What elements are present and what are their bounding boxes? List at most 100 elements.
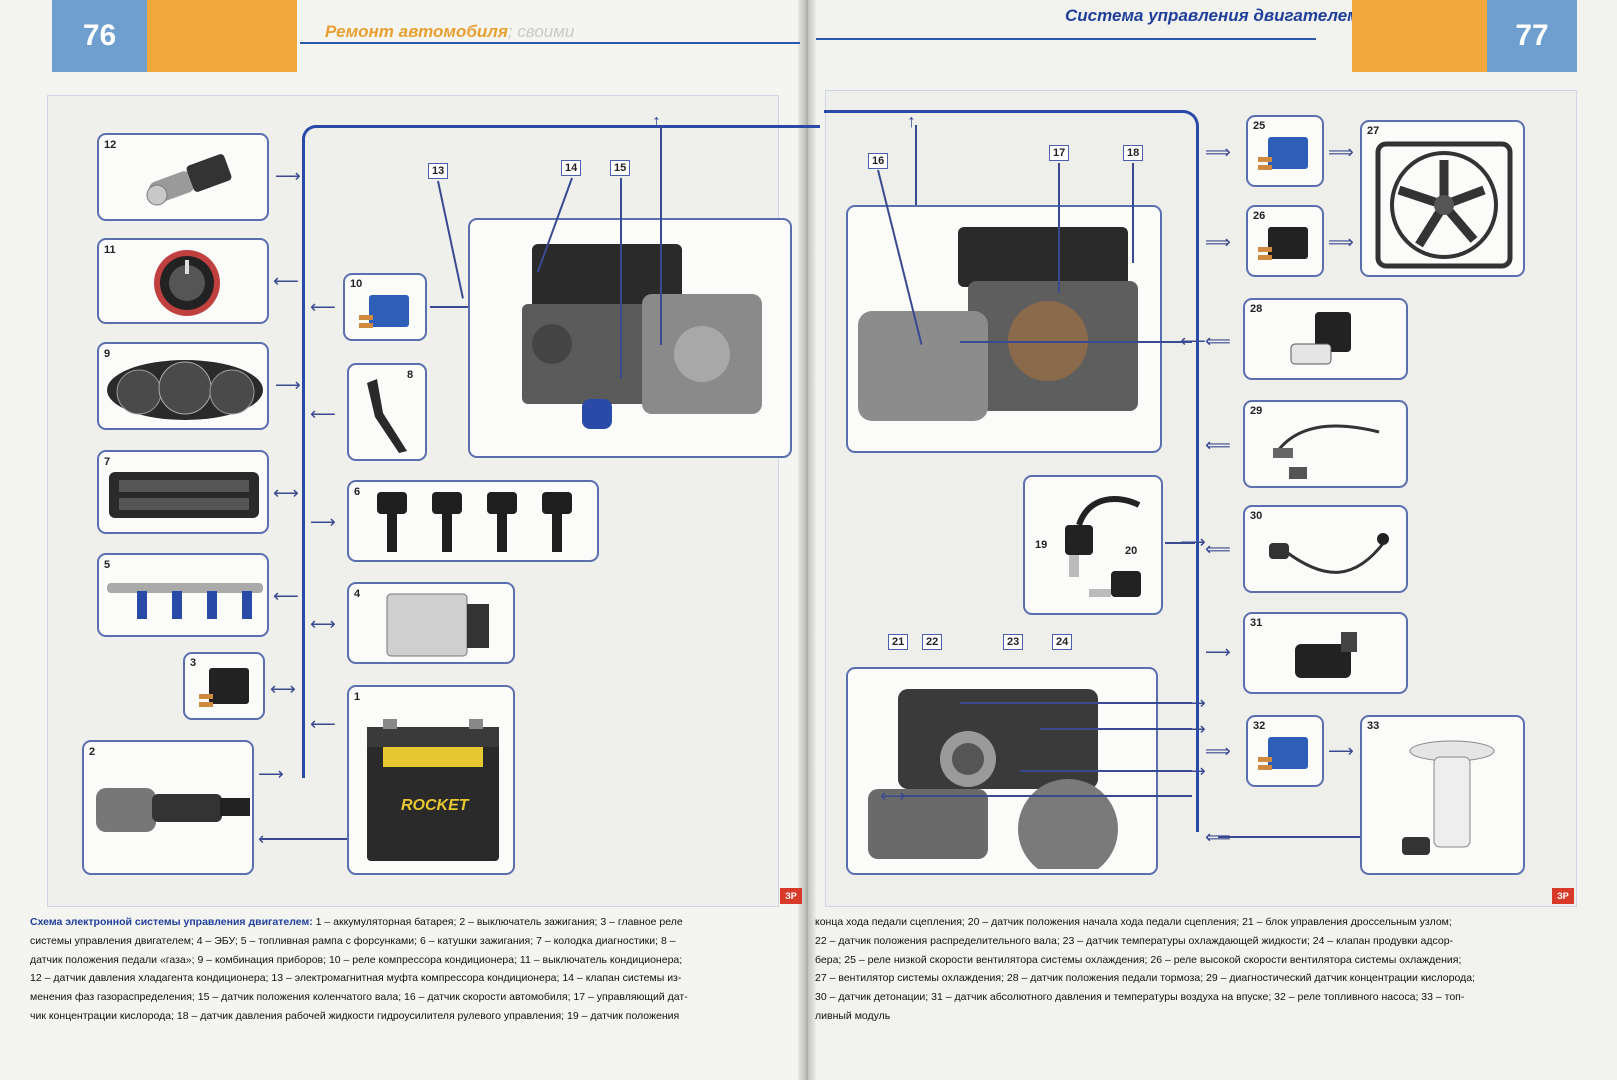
arrow-5: ⟵ xyxy=(273,586,299,606)
component-26-fan-relay-high: 26 xyxy=(1246,205,1324,277)
arrow-19-20: ⟶ xyxy=(1180,532,1206,552)
cooling-fan-icon xyxy=(1375,141,1513,269)
pressure-sensor-icon xyxy=(146,154,232,206)
caption-line-left-5: менения фаз газораспределения; 15 – датч… xyxy=(30,991,688,1004)
arrow-30: ⟸ xyxy=(1205,539,1231,559)
label-24: 24 xyxy=(1052,634,1073,650)
arrow-29: ⟸ xyxy=(1205,435,1231,455)
leader-up-right xyxy=(915,125,917,240)
map-sensor-icon xyxy=(1295,632,1357,678)
arrow-26-27: ⟹ xyxy=(1328,232,1354,252)
component-28-brake-pedal-sensor: 28 xyxy=(1243,298,1408,380)
arrow-26: ⟹ xyxy=(1205,232,1231,252)
component-4-ecu: 4 xyxy=(347,582,515,664)
arrow-2a: ⟶ xyxy=(258,764,284,784)
line-33 xyxy=(1218,836,1360,838)
component-2-ignition-switch: 2 xyxy=(82,740,254,875)
component-3-main-relay: 3 xyxy=(183,652,265,720)
header-rule-left xyxy=(300,42,800,44)
arrow-up-left: ↑ xyxy=(652,111,661,131)
clutch-sensors-icon xyxy=(1065,496,1141,597)
header-accent-right xyxy=(1352,0,1487,72)
bus-corner-right xyxy=(1166,110,1199,147)
arrow-12: ⟶ xyxy=(275,166,301,186)
line-22 xyxy=(960,702,1192,704)
label-13: 13 xyxy=(428,163,449,179)
relay-icon xyxy=(359,295,409,328)
arrow-25-27: ⟹ xyxy=(1328,142,1354,162)
component-7-diagnostic-connector: 7 xyxy=(97,450,269,534)
leader-15 xyxy=(620,178,622,378)
component-9-instrument-cluster: 9 xyxy=(97,342,269,430)
wiring-bus-right xyxy=(1196,140,1199,832)
line-2b xyxy=(262,838,347,840)
wiring-bus-left xyxy=(302,148,305,778)
component-25-fan-relay-low: 25 xyxy=(1246,115,1324,187)
component-32-fuel-pump-relay: 32 xyxy=(1246,715,1324,787)
component-31-map-sensor: 31 xyxy=(1243,612,1408,694)
arrow-7: ⟷ xyxy=(273,483,299,503)
line-23 xyxy=(1020,770,1192,772)
caption-title: Схема электронной системы управления дви… xyxy=(30,916,313,928)
engine-right-icon xyxy=(858,227,1138,421)
line-19-20 xyxy=(1165,542,1195,544)
ecu-icon xyxy=(386,593,489,657)
page-number-right: 77 xyxy=(1487,0,1577,72)
ignition-switch-icon xyxy=(96,788,250,832)
main-relay-icon xyxy=(199,668,249,707)
leader-17 xyxy=(1058,163,1060,293)
arrow-22: ⟶ xyxy=(1180,693,1206,713)
caption-line-left-6: чик концентрации кислорода; 18 – датчик … xyxy=(30,1009,680,1022)
arrow-24: ⟶ xyxy=(1180,719,1206,739)
caption-line-left-3: датчик положения педали «газа»; 9 – комб… xyxy=(30,953,683,966)
component-33-fuel-module: 33 xyxy=(1360,715,1525,875)
header-title-right: Система управления двигателем xyxy=(1065,6,1360,25)
caption-line-right-3: бера; 25 – реле низкой скорости вентилят… xyxy=(815,953,1462,966)
arrow-1: ⟵ xyxy=(310,714,336,734)
arrow-up-right: ↑ xyxy=(907,111,916,131)
arrow-11: ⟵ xyxy=(273,271,299,291)
page-number-left: 76 xyxy=(52,0,147,72)
label-16: 16 xyxy=(868,153,889,169)
publisher-badge-left: ЗР xyxy=(780,888,802,904)
header-title-left: Ремонт автомобиля; своими xyxy=(325,22,575,41)
instrument-cluster-icon xyxy=(107,360,263,420)
component-27-cooling-fan: 27 xyxy=(1360,120,1525,277)
arrow-9: ⟶ xyxy=(275,375,301,395)
component-10-ac-relay: 10 xyxy=(343,273,427,341)
caption-line-right-4: 27 – вентилятор системы охлаждения; 28 –… xyxy=(815,972,1475,985)
label-15: 15 xyxy=(610,160,631,176)
component-5-fuel-rail: 5 xyxy=(97,553,269,637)
caption-right: конца хода педали сцепления; 20 – датчик… xyxy=(815,913,1585,1026)
caption-line-left-4: 12 – датчик давления хладагента кондицио… xyxy=(30,972,682,985)
engine-left-icon xyxy=(522,244,762,429)
relay-25-icon xyxy=(1258,137,1308,170)
arrow-23: ⟶ xyxy=(1180,761,1206,781)
engine-photo-left xyxy=(468,218,792,458)
label-14: 14 xyxy=(561,160,582,176)
book-spine xyxy=(798,0,816,1080)
oxygen-sensor-29-icon xyxy=(1273,424,1380,479)
caption-line-right-2: 22 – датчик положения распределительного… xyxy=(815,934,1454,947)
relay-26-icon xyxy=(1258,227,1308,260)
header-rule-right xyxy=(816,38,1316,40)
ignition-coils-icon xyxy=(377,492,572,552)
battery-brand-label: ROCKET xyxy=(401,797,469,814)
wiring-bus-top-right xyxy=(824,110,1182,113)
arrow-6: ⟶ xyxy=(310,512,336,532)
component-8-throttle-pedal-sensor: 8 xyxy=(347,363,427,461)
label-23: 23 xyxy=(1003,634,1024,650)
caption-left: Схема электронной системы управления дви… xyxy=(30,913,800,1026)
leader-18 xyxy=(1132,163,1134,263)
arrow-21: ⟷ xyxy=(880,786,906,806)
ac-switch-icon xyxy=(154,250,220,316)
arrow-10: ⟵ xyxy=(310,297,336,317)
component-29-diagnostic-oxygen-sensor: 29 xyxy=(1243,400,1408,488)
arrow-31: ⟶ xyxy=(1205,642,1231,662)
fuel-rail-icon xyxy=(107,583,263,619)
battery-icon xyxy=(367,719,499,861)
arrow-8: ⟵ xyxy=(310,404,336,424)
label-17: 17 xyxy=(1049,145,1070,161)
component-30-knock-sensor: 30 xyxy=(1243,505,1408,593)
arrow-4: ⟷ xyxy=(310,614,336,634)
